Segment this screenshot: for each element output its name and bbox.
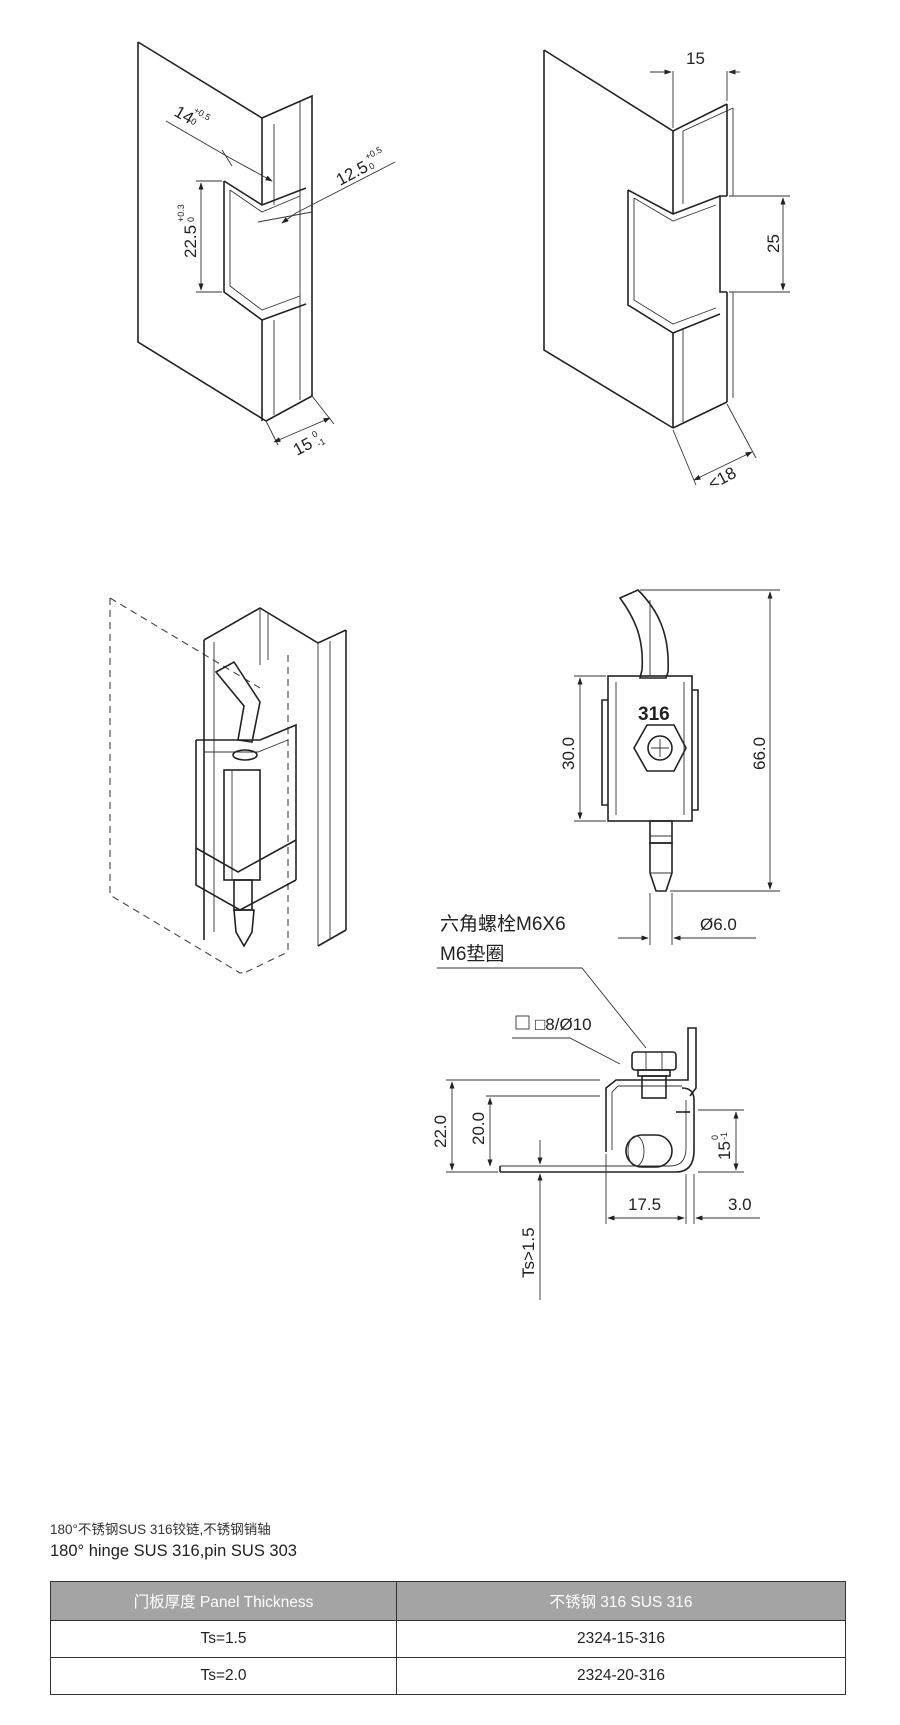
- dim-22-5-value: 22.5: [181, 225, 200, 258]
- dim-15-tol-lower: -1: [315, 436, 327, 449]
- cell-part-number: 2324-15-316: [396, 1620, 846, 1658]
- header-material: 不锈钢 316 SUS 316: [396, 1581, 846, 1621]
- dim-14-tol-lower: 0: [189, 116, 198, 127]
- stamp-316: 316: [638, 704, 670, 725]
- cell-part-number: 2324-20-316: [396, 1657, 846, 1695]
- sect-dim-15-tol-upper: 0: [710, 1135, 720, 1140]
- side-dim-30: 30.0: [559, 737, 578, 770]
- sect-dim-3: 3.0: [728, 1195, 752, 1214]
- header-panel-thickness: 门板厚度 Panel Thickness: [50, 1581, 397, 1621]
- isometric-assembly-view: [109, 597, 347, 974]
- sect-dim-15-tol-lower: -1: [719, 1132, 729, 1140]
- dim-12-5-tol-lower: 0: [367, 161, 376, 172]
- sect-dim-ts: Ts>1.5: [519, 1227, 538, 1278]
- side-dim-dia6: Ø6.0: [700, 915, 737, 934]
- technical-drawing: 14 +0.5 0 12.5 +0.5 0 22.5 +0.3 0 15 0 -…: [109, 41, 790, 1300]
- dim-15-tol-upper: 0: [310, 429, 319, 440]
- caption-english: 180° hinge SUS 316,pin SUS 303: [50, 1542, 297, 1560]
- side-view: 316 30.0 66.0 Ø6.0: [559, 589, 780, 945]
- sect-dim-22: 22.0: [431, 1115, 450, 1148]
- sect-dim-20: 20.0: [469, 1112, 488, 1145]
- table-row: Ts=1.5 2324-15-316: [50, 1620, 846, 1658]
- panel-cutout-view: 14 +0.5 0 12.5 +0.5 0 22.5 +0.3 0 15 0 -…: [137, 41, 396, 460]
- cell-thickness: Ts=2.0: [50, 1657, 397, 1695]
- square-label: □8/Ø10: [535, 1015, 592, 1034]
- spec-table: 门板厚度 Panel Thickness 不锈钢 316 SUS 316 Ts=…: [50, 1581, 846, 1695]
- section-view: 六角螺栓M6X6 M6垫圈 □8/Ø10 22.0 20.0 15: [431, 913, 760, 1300]
- dim-12-5-tol-upper: +0.5: [363, 145, 383, 162]
- dim-22-5-tol-upper: +0.3: [176, 204, 186, 222]
- frame-dim-15: 15: [686, 49, 705, 68]
- caption-chinese: 180°不锈钢SUS 316铰链,不锈钢销轴: [50, 1522, 271, 1537]
- sect-dim-15: 15: [715, 1141, 734, 1160]
- dim-22-5-tol-lower: 0: [186, 217, 196, 222]
- frame-dim-18: <18: [705, 463, 739, 493]
- cell-thickness: Ts=1.5: [50, 1620, 397, 1658]
- table-header-row: 门板厚度 Panel Thickness 不锈钢 316 SUS 316: [50, 1581, 846, 1621]
- dim-12-5-value: 12.5: [333, 157, 371, 189]
- note-hex-bolt: 六角螺栓M6X6: [440, 913, 566, 935]
- sect-dim-17-5: 17.5: [628, 1195, 661, 1214]
- frame-dim-25: 25: [764, 234, 783, 253]
- table-row: Ts=2.0 2324-20-316: [50, 1657, 846, 1695]
- dim-15-value: 15: [290, 434, 316, 460]
- side-dim-66: 66.0: [750, 737, 769, 770]
- note-washer: M6垫圈: [440, 943, 504, 965]
- frame-view: 15 25 <18: [543, 49, 790, 494]
